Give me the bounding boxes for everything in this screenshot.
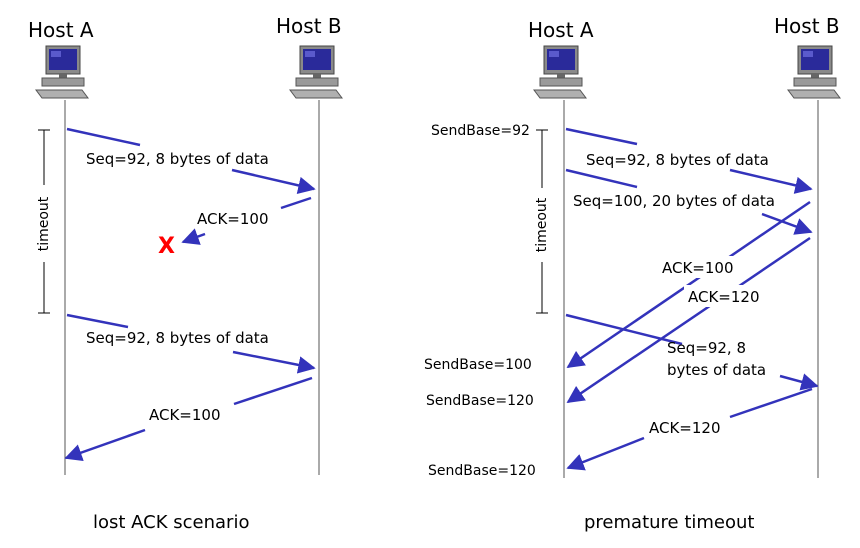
ack100-label: ACK=100 bbox=[197, 210, 269, 228]
timeout-bracket: timeout bbox=[534, 129, 550, 314]
ack100-label: ACK=100 bbox=[662, 259, 734, 277]
ack120-label: ACK=120 bbox=[688, 288, 760, 306]
ack120-arrow bbox=[566, 236, 811, 404]
seq92-label: Seq=92, 8 bytes of data bbox=[586, 151, 769, 169]
retransmit-seq92-label-line2: bytes of data bbox=[667, 361, 766, 379]
sendbase-92-label: SendBase=92 bbox=[431, 123, 530, 139]
left-scenario: Host A Host B timeout Seq=92, 8 bytes of… bbox=[28, 14, 343, 533]
timeout-label: timeout bbox=[36, 196, 52, 251]
right-scenario: Host A Host B timeout SendBase=92 Seq=92… bbox=[424, 14, 841, 533]
right-caption: premature timeout bbox=[584, 512, 754, 533]
retransmit-seq92-label: Seq=92, 8 bytes of data bbox=[86, 329, 269, 347]
host-a-label: Host A bbox=[28, 18, 94, 42]
seq92-label: Seq=92, 8 bytes of data bbox=[86, 150, 269, 168]
segment-seq100-arrow bbox=[565, 168, 638, 189]
host-a-computer-icon bbox=[533, 45, 587, 99]
ack100-second-arrow bbox=[233, 376, 313, 406]
host-a-computer-icon bbox=[35, 45, 89, 99]
host-b-label: Host B bbox=[276, 14, 342, 38]
retransmit-seq92-label-line1: Seq=92, 8 bbox=[667, 339, 746, 357]
left-caption: lost ACK scenario bbox=[93, 512, 249, 533]
sendbase-120-label: SendBase=120 bbox=[426, 393, 534, 409]
sendbase-120-final-label: SendBase=120 bbox=[428, 463, 536, 479]
ack120-final-label: ACK=120 bbox=[649, 419, 721, 437]
seq100-label: Seq=100, 20 bytes of data bbox=[573, 192, 775, 210]
ack100-lost-arrow bbox=[280, 196, 312, 210]
lost-mark: X bbox=[158, 234, 175, 259]
host-b-computer-icon bbox=[787, 45, 841, 99]
host-b-computer-icon bbox=[289, 45, 343, 99]
ack100-second-label: ACK=100 bbox=[149, 406, 221, 424]
sendbase-100-label: SendBase=100 bbox=[424, 357, 532, 373]
host-b-label: Host B bbox=[774, 14, 840, 38]
timeout-bracket: timeout bbox=[36, 129, 52, 314]
retransmit-seq92-arrow bbox=[565, 313, 683, 346]
segment-seq92-arrow bbox=[66, 127, 141, 147]
host-a-label: Host A bbox=[528, 18, 594, 42]
timeout-label: timeout bbox=[534, 197, 550, 252]
ack100-arrow bbox=[566, 200, 811, 369]
retransmit-seq92-arrow bbox=[66, 313, 129, 329]
segment-seq92-arrow bbox=[565, 127, 638, 146]
ack120-final-arrow bbox=[729, 387, 813, 419]
